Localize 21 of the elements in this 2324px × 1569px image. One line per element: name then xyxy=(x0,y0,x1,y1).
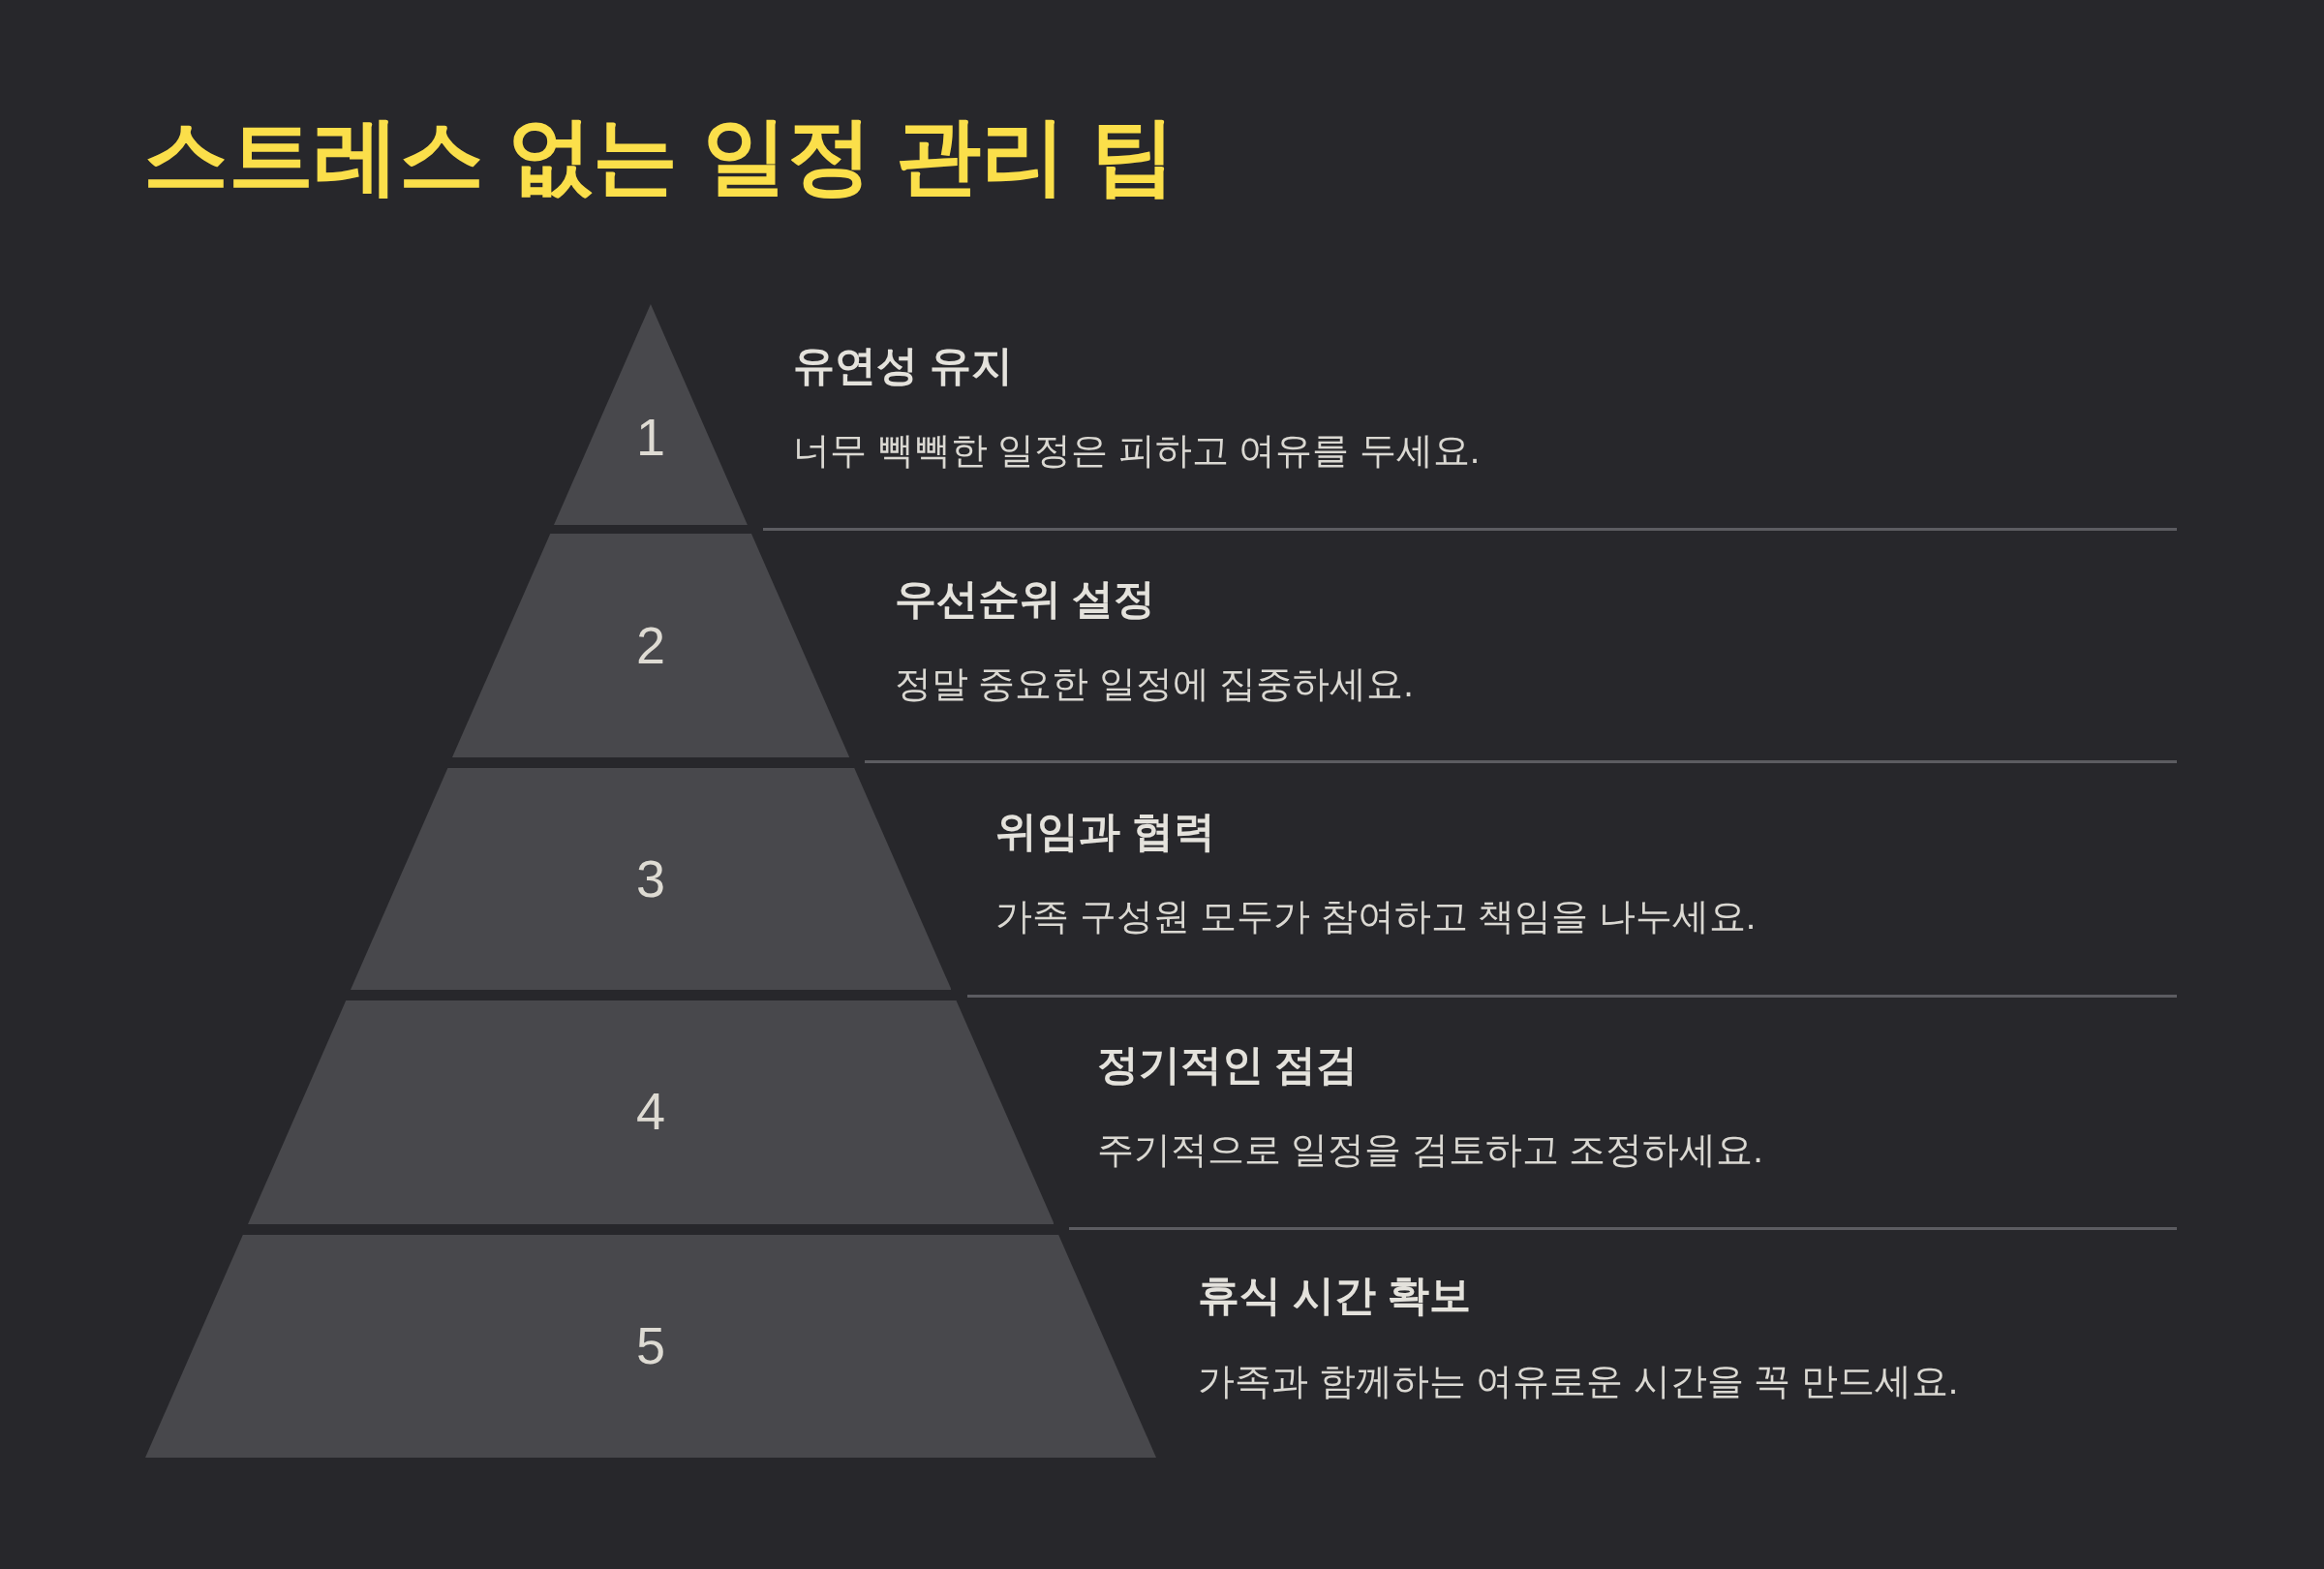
tier-number: 1 xyxy=(634,406,666,468)
tier-number: 4 xyxy=(634,1080,666,1142)
tier-number: 3 xyxy=(634,847,666,909)
tier-description: 주기적으로 일정을 검토하고 조정하세요. xyxy=(1096,1128,1763,1173)
pyramid-tier xyxy=(554,304,748,525)
tier-heading: 위임과 협력 xyxy=(995,807,1215,857)
tier-description: 가족 구성원 모두가 참여하고 책임을 나누세요. xyxy=(995,895,1757,939)
tier-heading: 유연성 유지 xyxy=(793,341,1013,391)
tier-description: 정말 중요한 일정에 집중하세요. xyxy=(894,662,1414,707)
tier-description: 너무 빽빽한 일정은 피하고 여유를 두세요. xyxy=(793,429,1481,474)
tier-heading: 우선순위 설정 xyxy=(894,574,1156,625)
pyramid-tier xyxy=(350,768,952,990)
title: 스트레스 없는 일정 관리 팁 xyxy=(143,113,1176,199)
tier-heading: 휴식 시간 확보 xyxy=(1198,1271,1471,1321)
tier-number: 5 xyxy=(634,1314,666,1376)
pyramid-tier xyxy=(247,1000,1055,1224)
tier-description: 가족과 함께하는 여유로운 시간을 꼭 만드세요. xyxy=(1198,1360,1959,1404)
pyramid-tier xyxy=(145,1235,1156,1458)
tier-number: 2 xyxy=(634,614,666,676)
tier-heading: 정기적인 점검 xyxy=(1096,1040,1359,1091)
pyramid-tier xyxy=(451,534,850,757)
